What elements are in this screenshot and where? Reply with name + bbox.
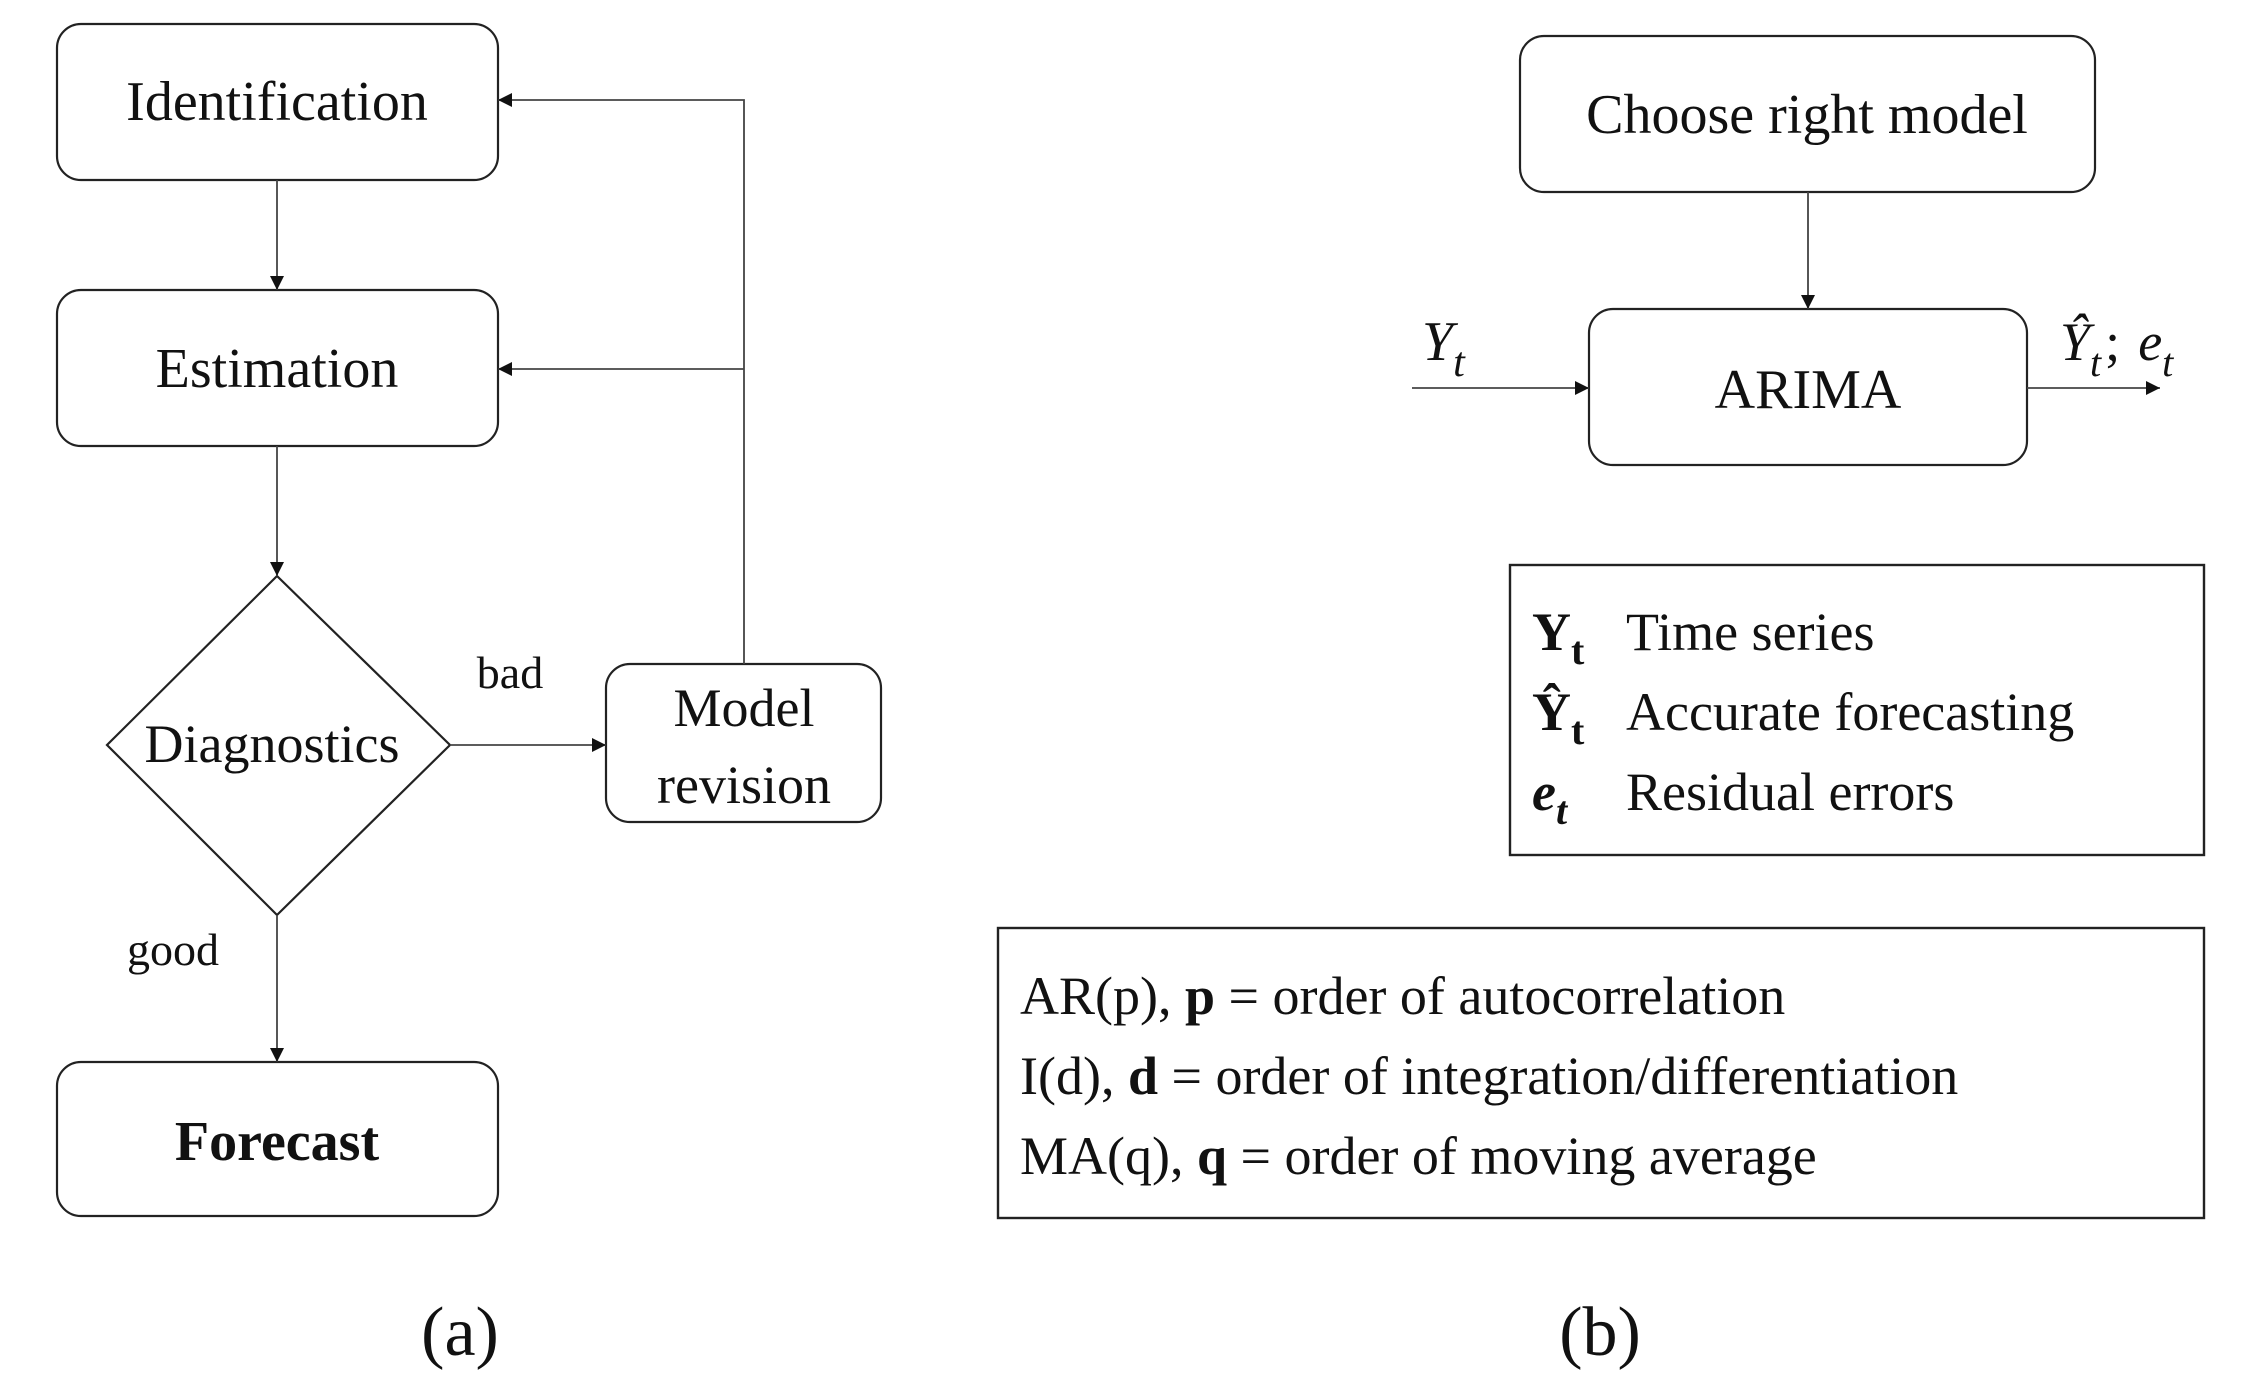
diagnostics-label: Diagnostics — [145, 714, 400, 774]
legend-symbol-et: et — [1532, 762, 1569, 833]
model-revision-label-line1: Model — [674, 678, 815, 738]
input-label: Yt — [1422, 311, 1466, 386]
edge-label-bad: bad — [477, 647, 543, 698]
legend-symbol-yt: Yt — [1532, 602, 1585, 673]
legend-text-accurate-forecasting: Accurate forecasting — [1626, 682, 2074, 742]
arima-label: ARIMA — [1715, 359, 1902, 421]
choose-model-label: Choose right model — [1586, 84, 2028, 146]
legend-row: Ŷt Accurate forecasting — [1532, 682, 2074, 753]
legend-row: Yt Time series — [1532, 602, 1875, 673]
param-row-i: I(d), d = order of integration/different… — [1020, 1046, 1958, 1106]
legend-text-time-series: Time series — [1626, 602, 1875, 662]
legend-text-residual-errors: Residual errors — [1626, 762, 1954, 822]
feedback-line-main — [498, 93, 745, 664]
param-row-ma: MA(q), q = order of moving average — [1020, 1126, 1817, 1186]
caption-a: (a) — [421, 1294, 499, 1371]
parameters-box — [996, 926, 2206, 1220]
forecast-label: Forecast — [175, 1111, 380, 1173]
estimation-label: Estimation — [156, 338, 399, 400]
panel-b: Choose right model ARIMA Yt Ŷt;et Yt Tim… — [996, 34, 2206, 1371]
param-row-ar: AR(p), p = order of autocorrelation — [1020, 966, 1785, 1026]
edge-label-good: good — [127, 924, 219, 975]
output-label: Ŷt;et — [2060, 312, 2174, 385]
panel-a: Identification Estimation Diagnostics Mo… — [55, 22, 883, 1371]
legend-box — [1508, 563, 2206, 857]
identification-label: Identification — [126, 71, 428, 133]
model-revision-label-line2: revision — [657, 755, 831, 815]
caption-b: (b) — [1559, 1294, 1641, 1371]
legend-symbol-yhat: Ŷt — [1532, 682, 1585, 753]
legend-row: et Residual errors — [1532, 762, 1954, 833]
